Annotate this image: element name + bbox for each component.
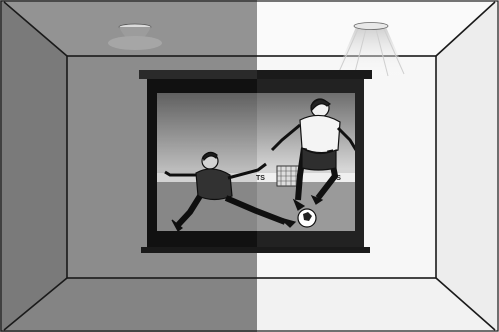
banner-text-1: TS [256,175,265,182]
soccer-ball-icon [298,209,316,227]
screen-dim-overlay [157,93,257,231]
